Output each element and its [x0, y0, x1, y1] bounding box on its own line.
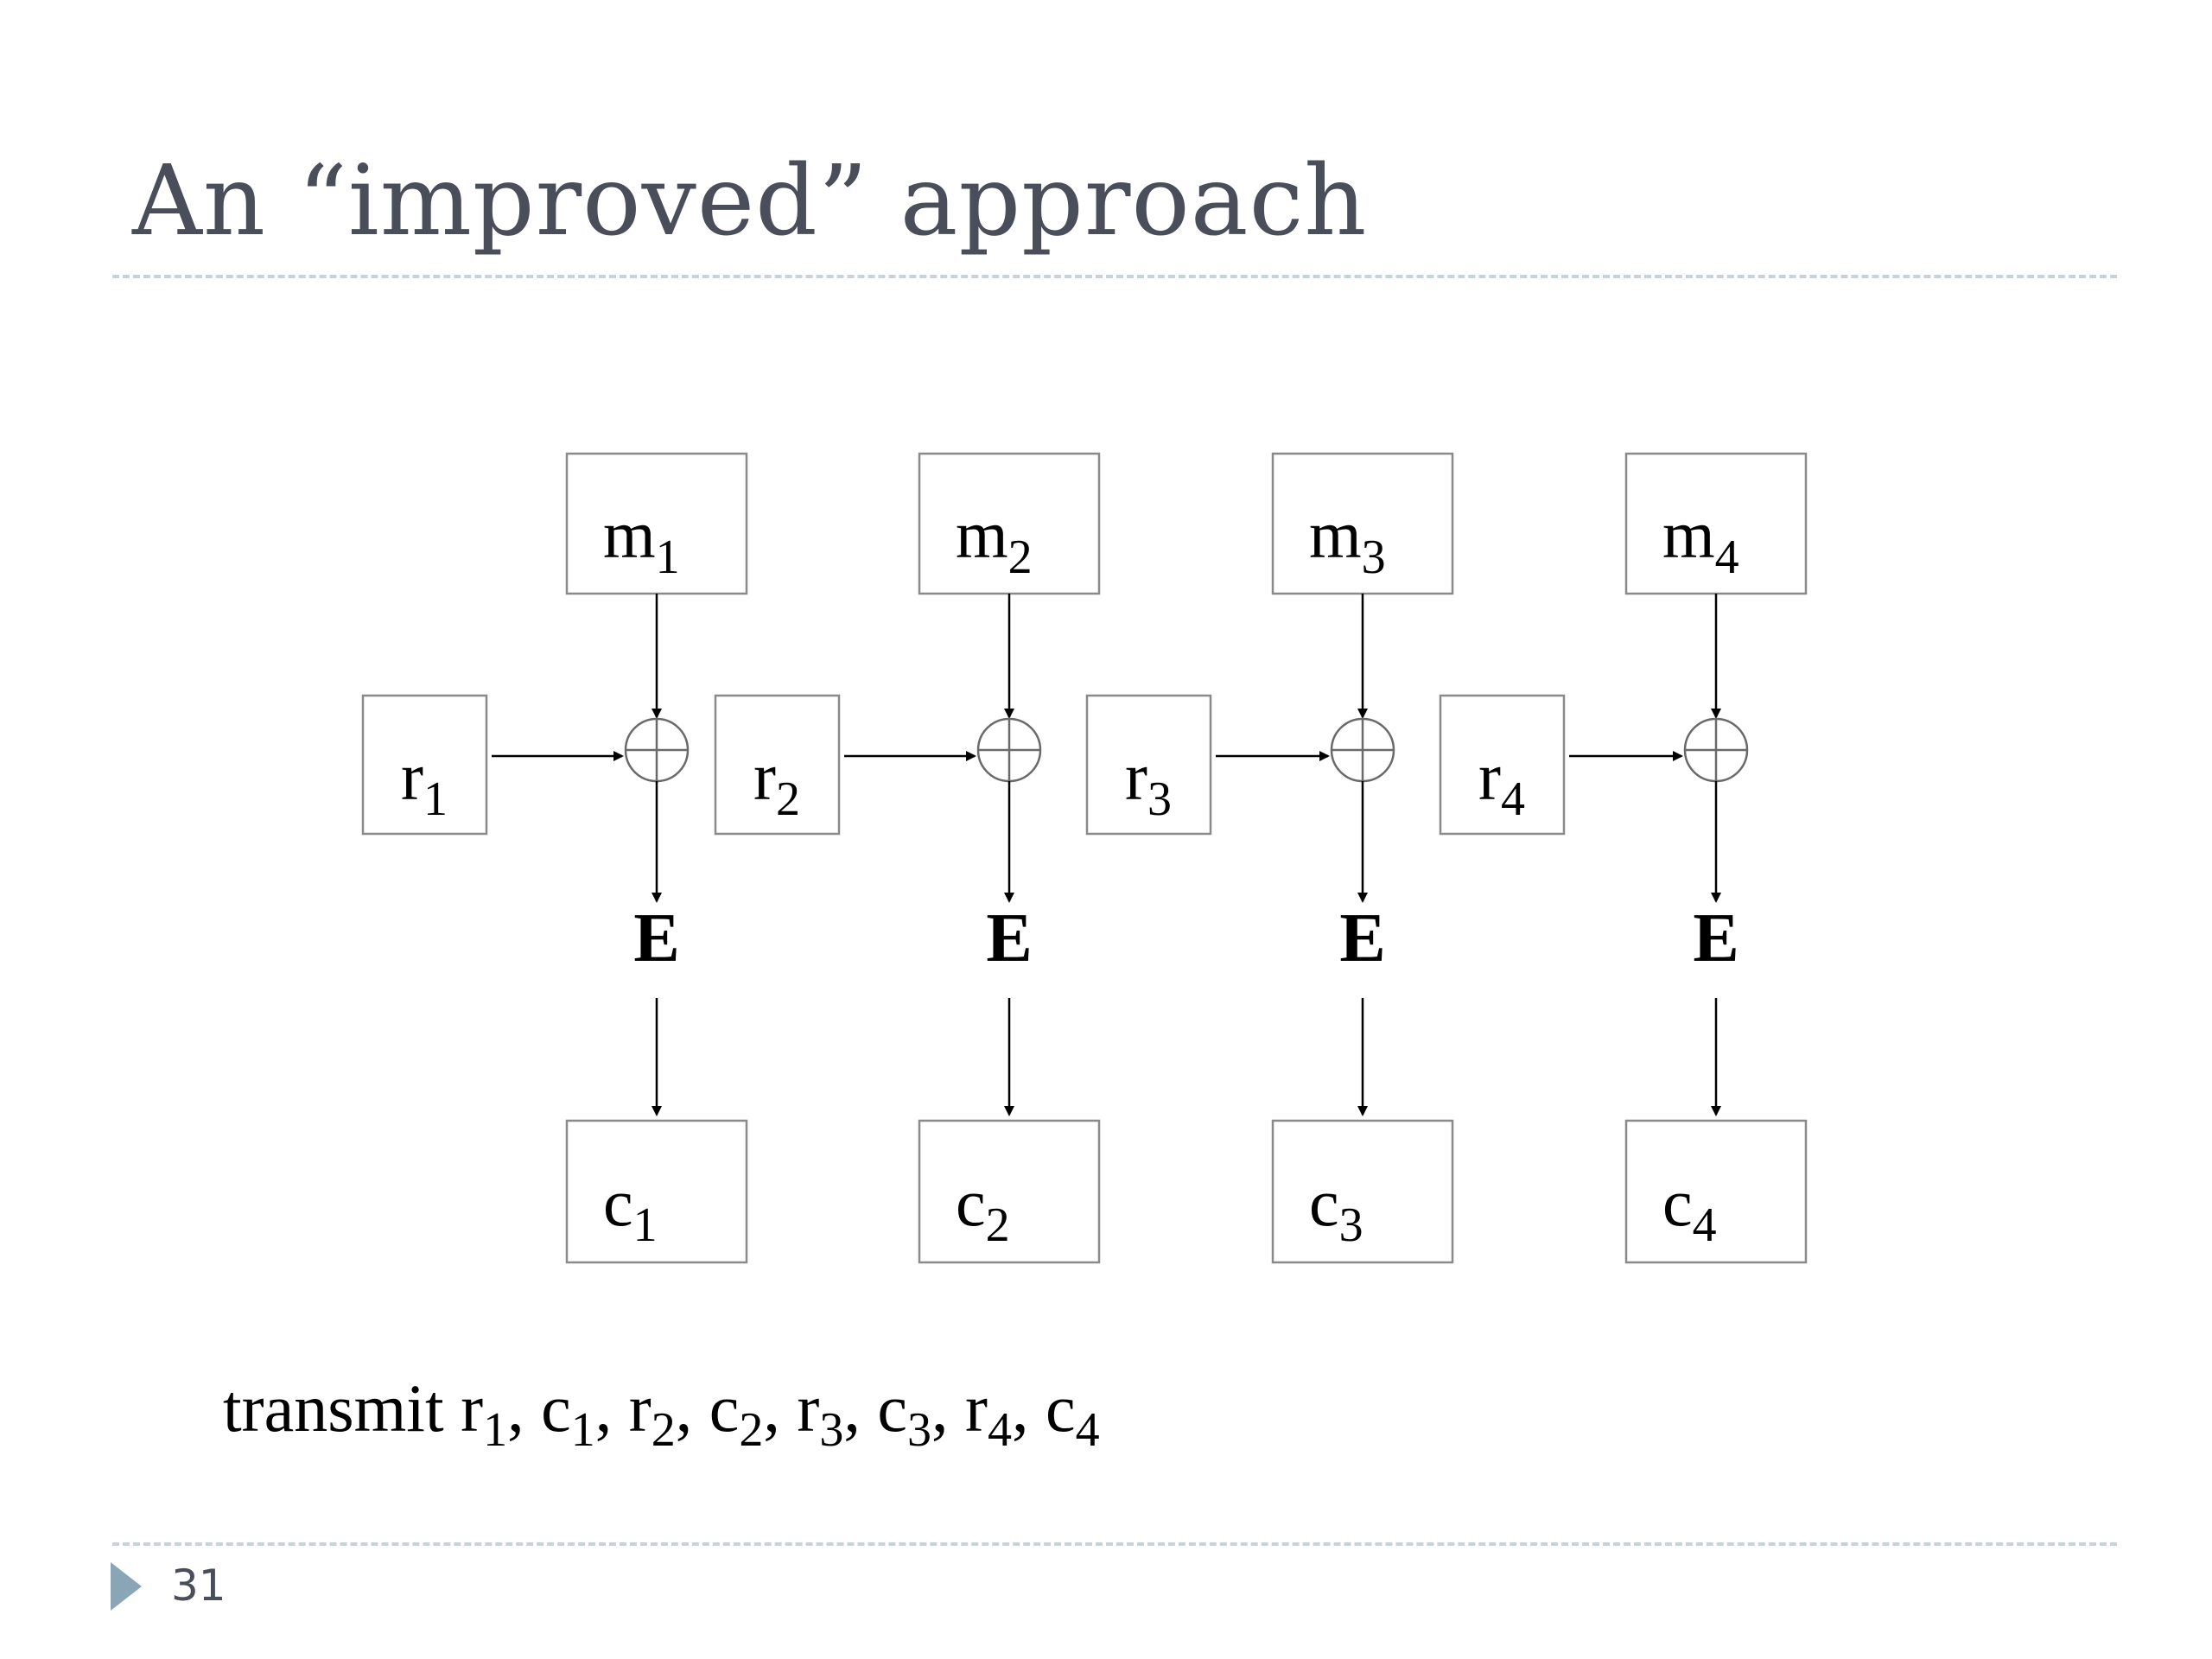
cipher-label-4: c4 [1662, 1165, 1717, 1252]
cipher-box-3 [1271, 1119, 1454, 1264]
random-label-2: r2 [753, 739, 800, 826]
transmit-item-5: r3 [797, 1370, 844, 1457]
slide-title: An “improved” approach [132, 145, 1368, 257]
message-box-1 [565, 452, 748, 595]
transmit-item-3: r2 [628, 1370, 676, 1457]
slide-number: 31 [171, 1560, 226, 1611]
cipher-box-4 [1624, 1119, 1808, 1264]
encrypt-label-3: E [1339, 900, 1385, 976]
encrypt-label-2: E [986, 900, 1032, 976]
message-box-4 [1624, 452, 1808, 595]
random-label-1: r1 [401, 739, 448, 826]
transmit-item-2: c1 [541, 1370, 595, 1457]
random-box-3 [1085, 694, 1212, 836]
slide-marker-icon [111, 1562, 142, 1611]
random-label-4: r4 [1478, 739, 1525, 826]
diagram-block-3: E [1085, 452, 1454, 1264]
cipher-label-2: c2 [956, 1165, 1010, 1252]
cipher-label-3: c3 [1309, 1165, 1363, 1252]
transmit-item-4: c2 [709, 1370, 764, 1457]
encrypt-label-4: E [1693, 900, 1738, 976]
random-label-3: r3 [1125, 739, 1172, 826]
message-box-3 [1271, 452, 1454, 595]
message-label-2: m2 [956, 497, 1033, 584]
transmit-sequence: transmit r1, c1, r2, c2, r3, c3, r4, c4 [223, 1370, 1100, 1457]
message-label-3: m3 [1309, 497, 1386, 584]
random-box-4 [1439, 694, 1566, 836]
transmit-item-7: r4 [964, 1370, 1012, 1457]
transmit-item-8: c4 [1045, 1370, 1100, 1457]
footer-divider [112, 1542, 2117, 1546]
diagram-block-4: E [1439, 452, 1808, 1264]
transmit-prefix: transmit [223, 1370, 444, 1446]
random-box-1 [361, 694, 488, 836]
message-label-1: m1 [603, 497, 680, 584]
encrypt-label-1: E [633, 900, 679, 976]
transmit-item-6: c3 [877, 1370, 931, 1457]
random-box-2 [714, 694, 841, 836]
diagram-block-2: E [714, 452, 1101, 1264]
title-divider [112, 275, 2117, 278]
diagram-block-1: E [361, 452, 748, 1264]
cipher-box-1 [565, 1119, 748, 1264]
cipher-box-2 [918, 1119, 1101, 1264]
message-label-4: m4 [1662, 497, 1739, 584]
transmit-item-1: r1 [461, 1370, 508, 1457]
cipher-label-1: c1 [603, 1165, 658, 1252]
